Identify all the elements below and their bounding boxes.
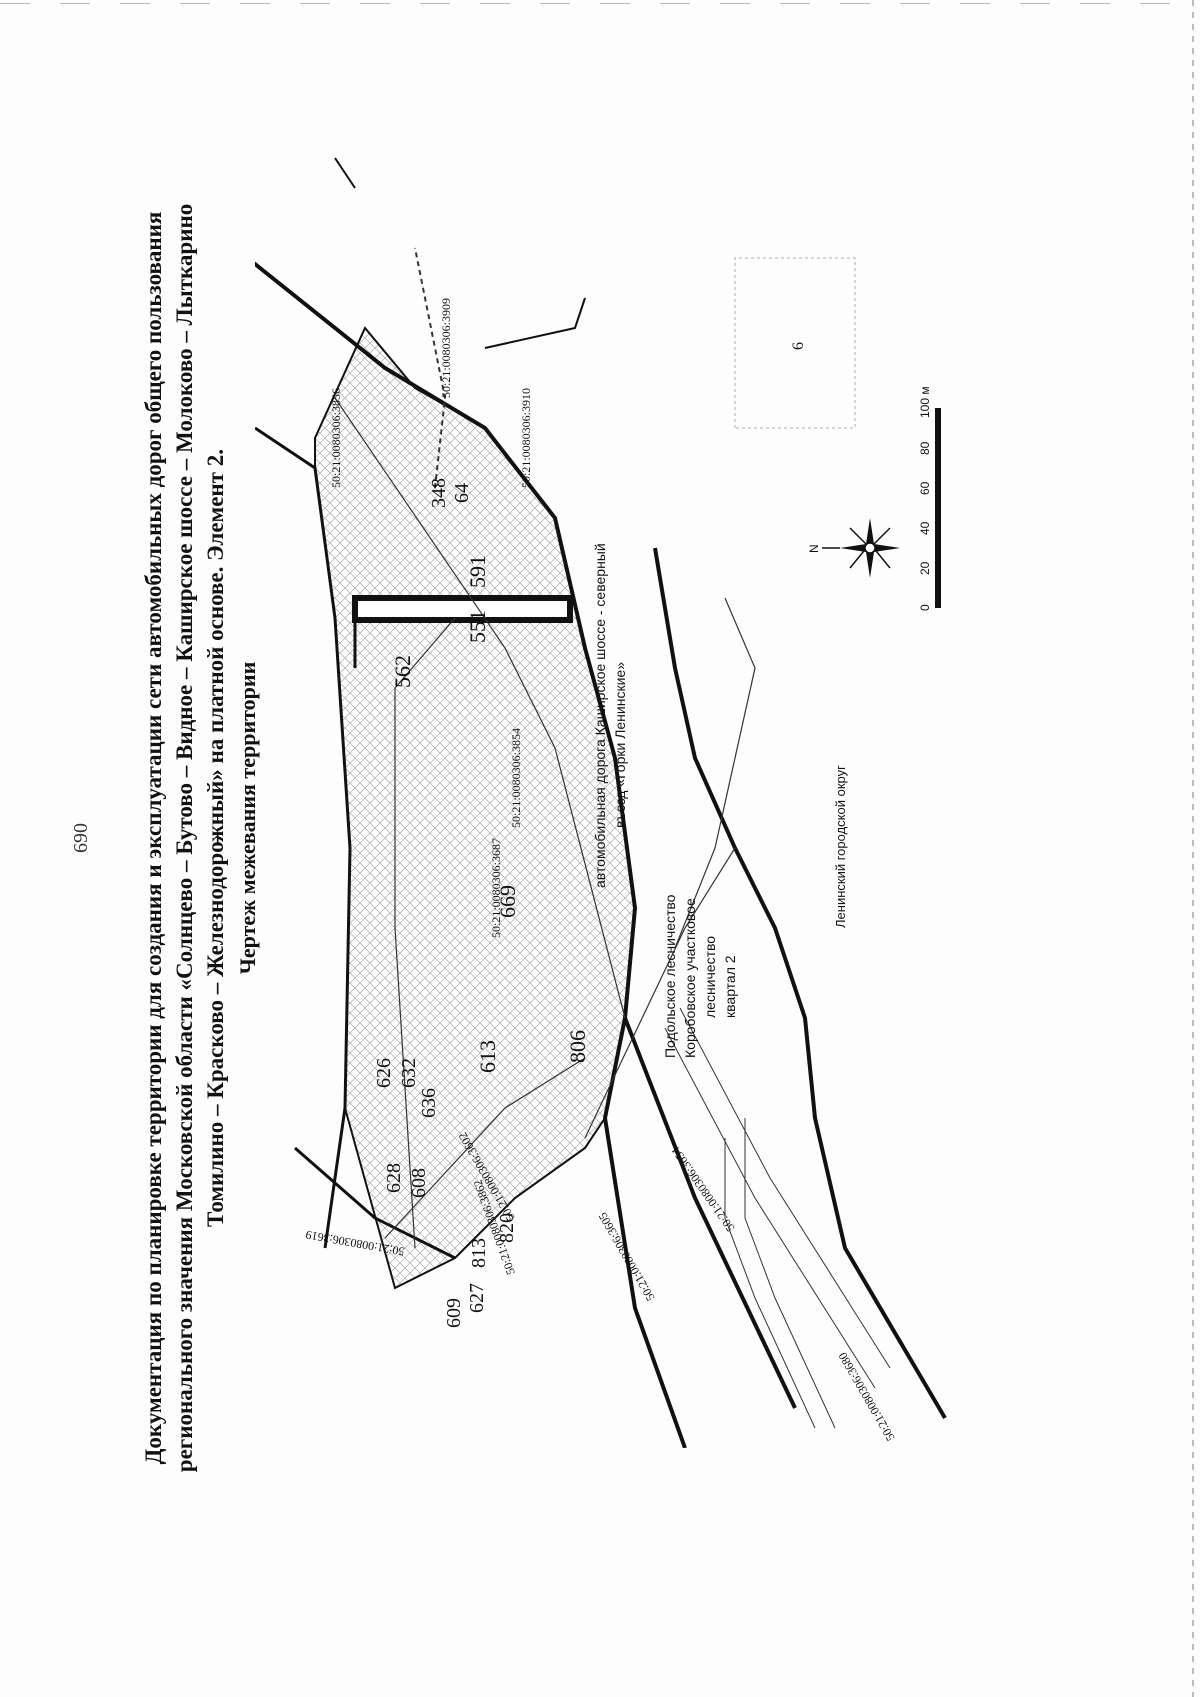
parcel-608: 608 bbox=[408, 1168, 430, 1198]
thin-line-3 bbox=[724, 1138, 816, 1429]
title-line-3: Томилино – Красково – Железнодорожный» н… bbox=[203, 449, 228, 1227]
road-label-leader bbox=[484, 297, 586, 349]
parcel-820: 820 bbox=[496, 1213, 518, 1243]
boundary-line-road bbox=[653, 547, 947, 1420]
parcel-813: 813 bbox=[468, 1238, 490, 1268]
cadastral-3909: 50:21:0080306:3909 bbox=[439, 298, 453, 398]
forestry-label-4: квартал 2 bbox=[722, 955, 738, 1018]
parcel-628: 628 bbox=[383, 1163, 405, 1193]
district-label: Ленинский городской округ bbox=[833, 765, 848, 928]
rotated-sheet: 690 Документация по планировке территори… bbox=[50, 98, 1150, 1598]
scale-tick-100: 100 м bbox=[918, 386, 932, 418]
cadastral-3856: 50:21:0080306:3856 bbox=[329, 388, 343, 488]
boundary-line-lower bbox=[623, 1017, 797, 1409]
parcel-348: 348 bbox=[428, 478, 450, 508]
north-label: N bbox=[807, 544, 821, 553]
boundary-line-main bbox=[255, 246, 687, 1448]
boundary-line-upper bbox=[255, 426, 352, 1249]
parcel-627: 627 bbox=[466, 1283, 488, 1313]
parcel-613: 613 bbox=[475, 1040, 500, 1073]
legend-box bbox=[734, 257, 856, 429]
parcel-562: 562 bbox=[390, 655, 415, 688]
scale-tick-80: 80 bbox=[918, 441, 932, 455]
parcel-626: 626 bbox=[373, 1058, 395, 1088]
thin-line-1 bbox=[664, 1027, 876, 1389]
parcel-591: 591 bbox=[465, 555, 490, 588]
thin-line-2 bbox=[679, 1007, 891, 1369]
thin-line-5 bbox=[584, 847, 736, 1139]
dashed-line bbox=[414, 247, 447, 489]
scale-tick-40: 40 bbox=[918, 521, 932, 535]
cadastral-3680: 50:21:0080306:3680 bbox=[835, 1350, 897, 1444]
page-number: 690 bbox=[70, 823, 92, 853]
compass-rose-icon: N bbox=[807, 518, 900, 578]
parcel-632: 632 bbox=[398, 1058, 420, 1088]
parcel-806: 806 bbox=[565, 1030, 590, 1063]
parcel-609: 609 bbox=[443, 1298, 465, 1328]
thin-line-8 bbox=[334, 397, 626, 1019]
forestry-label-2: Коробовское участковое bbox=[682, 898, 698, 1058]
road-label-1: автомобильная дорога Каширское шоссе - с… bbox=[592, 543, 608, 888]
cadastral-3910: 50:21:0080306:3910 bbox=[519, 388, 533, 488]
cadastral-3605: 50:21:0080306:3605 bbox=[595, 1210, 657, 1304]
edge-hook bbox=[334, 157, 356, 189]
parcel-551: 551 bbox=[465, 610, 490, 643]
cadastral-3687: 50:21:0080306:3687 bbox=[489, 838, 503, 938]
scale-bar: 0 20 40 60 80 100 м bbox=[918, 386, 941, 611]
scan-artifact-edge bbox=[1192, 0, 1194, 1697]
scan-artifact-top bbox=[0, 3, 1200, 4]
road-strip bbox=[352, 595, 573, 623]
road-label-2: въезд «Горки Ленинские» bbox=[612, 662, 628, 828]
line-diag-left bbox=[294, 1146, 456, 1260]
title-line-1: Документация по планировке территории дл… bbox=[141, 211, 166, 1465]
scale-tick-0: 0 bbox=[918, 604, 932, 611]
cadastral-3854: 50:21:0080306:3854 bbox=[509, 728, 523, 828]
parcel-636: 636 bbox=[418, 1088, 440, 1118]
thin-line-6 bbox=[394, 617, 456, 1249]
scale-tick-20: 20 bbox=[918, 561, 932, 575]
survey-map: 609 627 628 608 626 632 636 613 669 820 … bbox=[255, 157, 947, 1448]
scale-tick-60: 60 bbox=[918, 481, 932, 495]
cadastral-3654: 50:21:0080306:3654 bbox=[669, 1144, 738, 1234]
thin-line-7 bbox=[384, 1057, 586, 1239]
forestry-line bbox=[674, 597, 756, 949]
legend-number: 6 bbox=[790, 342, 807, 350]
parcel-669: 669 bbox=[495, 885, 520, 918]
thin-line-4 bbox=[744, 1118, 836, 1429]
parcel-64: 64 bbox=[451, 483, 473, 503]
forestry-label-1: Подольское лесничество bbox=[662, 894, 678, 1058]
forestry-label-3: лесничество bbox=[702, 936, 718, 1018]
